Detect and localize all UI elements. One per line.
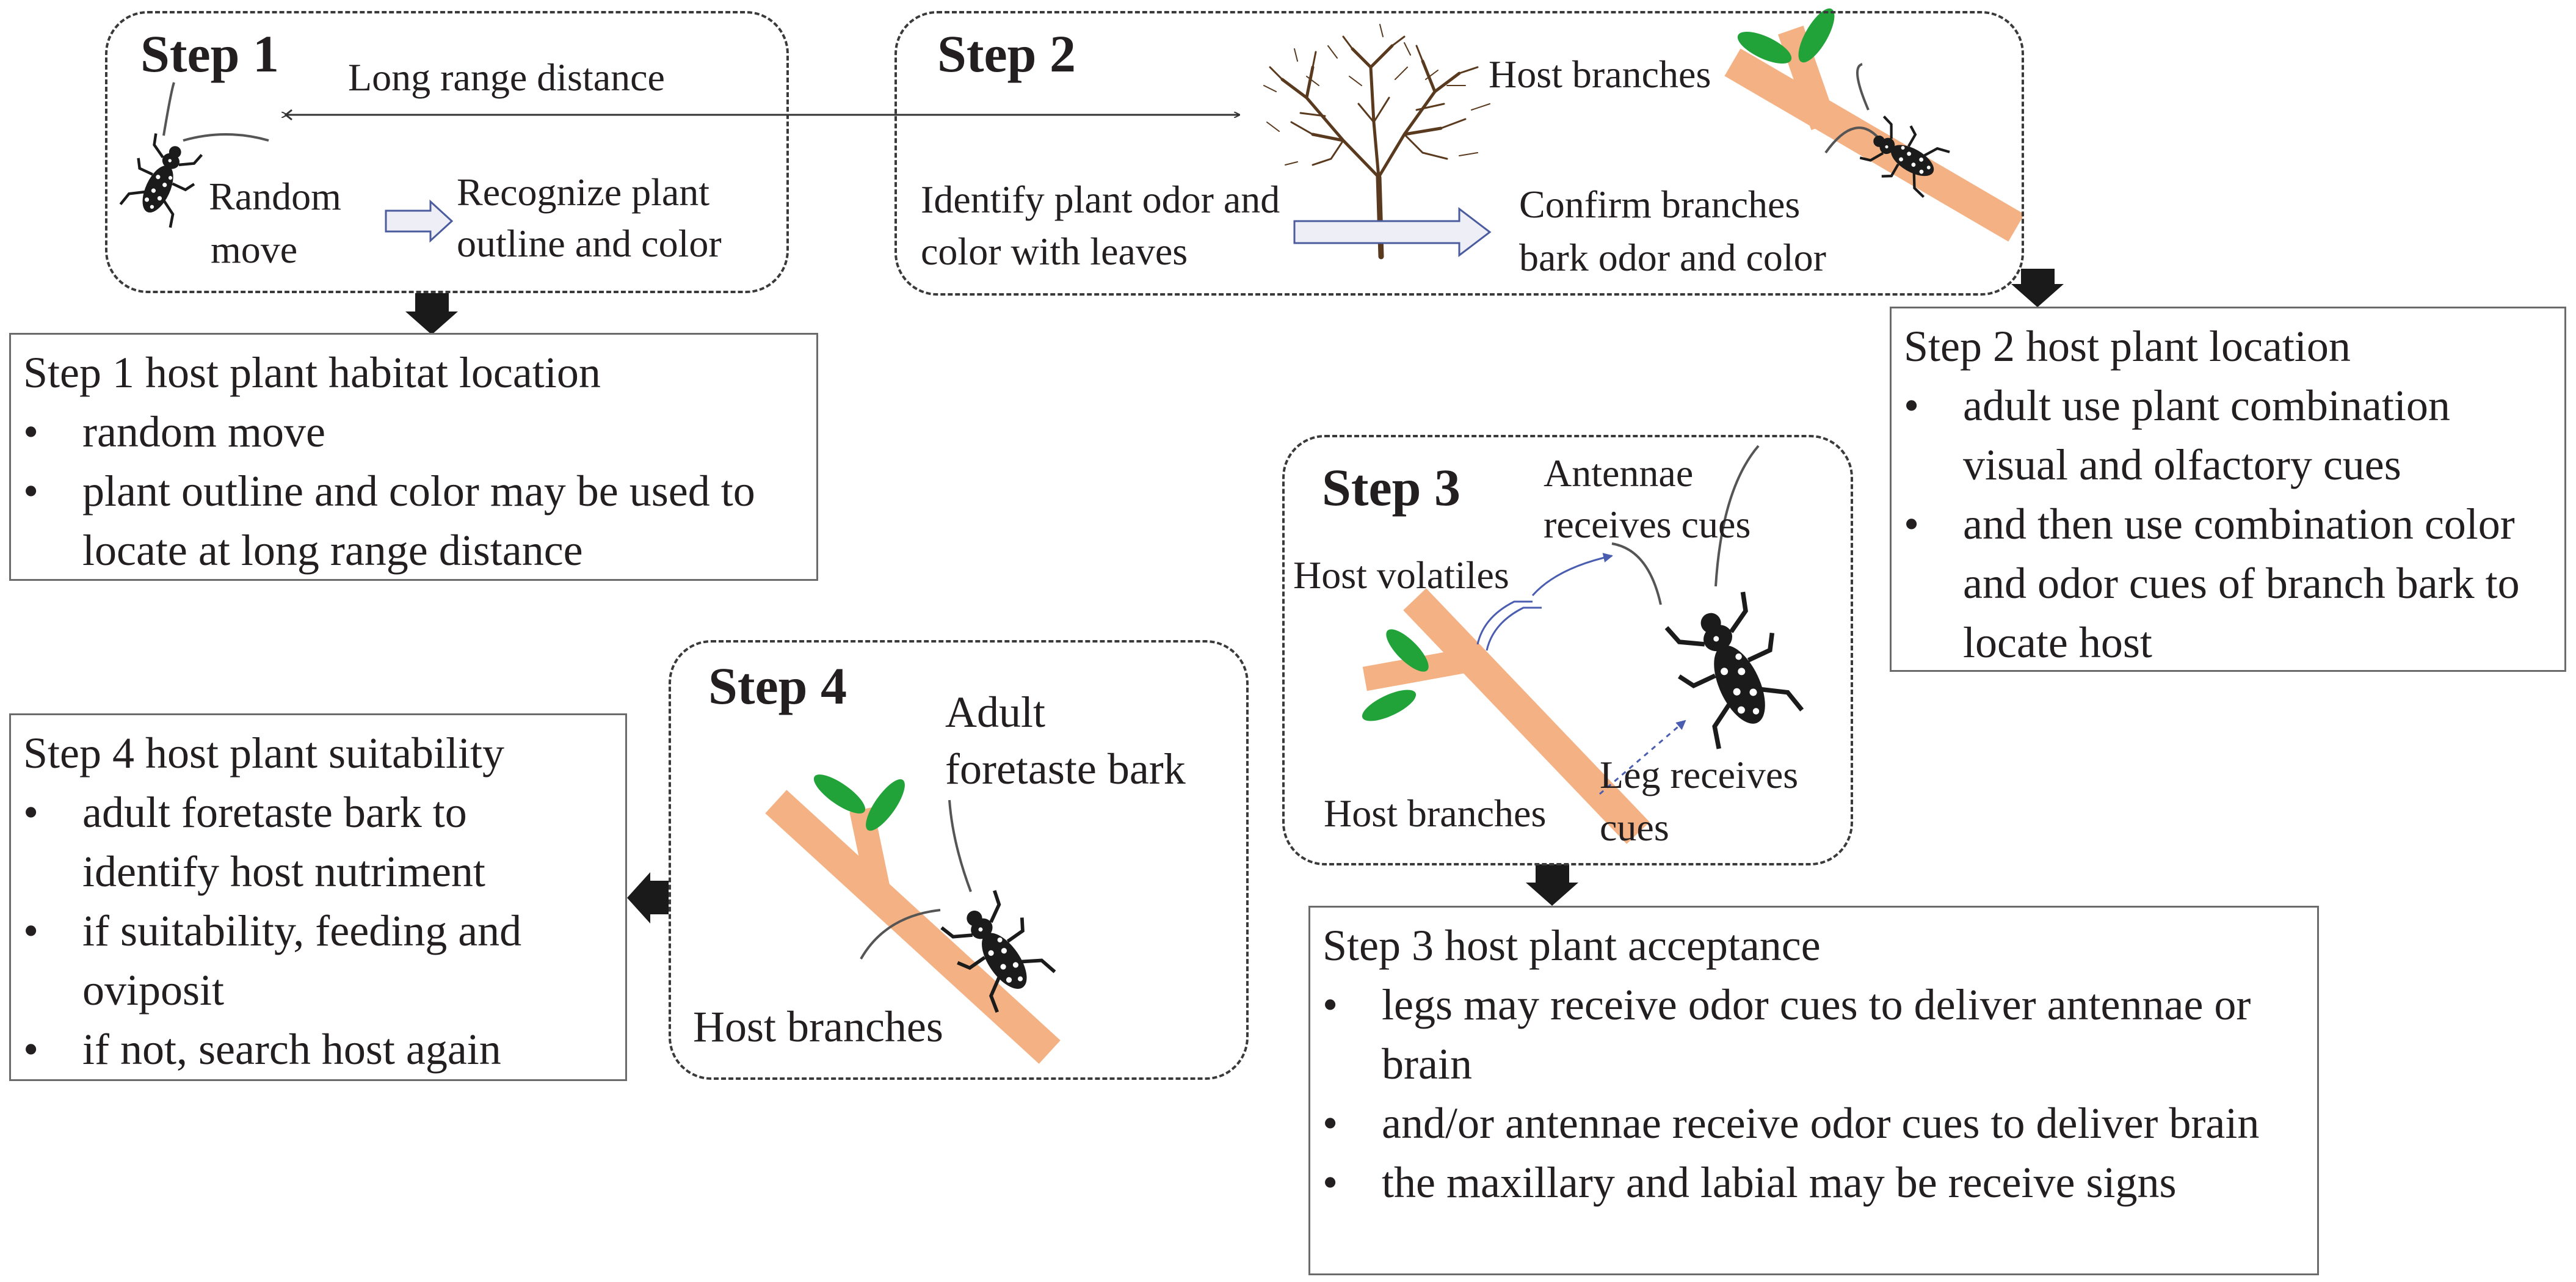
step3-summary-heading: Step 3 host plant acceptance: [1322, 921, 1821, 970]
step2-summary-heading: Step 2 host plant location: [1904, 322, 2351, 371]
step1-recognize-label: Recognize plant: [457, 170, 710, 214]
step1-hollow-arrow: [385, 199, 454, 243]
step2-panel: [894, 11, 2024, 296]
step2-color-leaves-label: color with leaves: [921, 230, 1188, 273]
step4-summary-list: adult foretaste bark to identify host nu…: [23, 783, 625, 1079]
step3-receives-cues-label: receives cues: [1544, 503, 1751, 546]
step2-title: Step 2: [937, 24, 1076, 83]
step3-antennae-label: Antennae: [1544, 451, 1694, 495]
step2-summary-box: Step 2 host plant location adult use pla…: [1890, 307, 2566, 672]
step3-leg-cues-label: cues: [1600, 806, 1669, 849]
step2-confirm-label: Confirm branches: [1519, 183, 1801, 226]
step4-adult-label: Adult: [945, 688, 1046, 737]
arrow-step3-down: [1526, 864, 1578, 906]
step4-summary-bullet: adult foretaste bark to identify host nu…: [23, 783, 571, 901]
step4-panel: [669, 640, 1249, 1080]
step4-foretaste-label: foretaste bark: [945, 745, 1186, 793]
step2-hollow-arrow: [1293, 206, 1492, 258]
step3-title: Step 3: [1322, 458, 1460, 517]
step2-summary-bullet: adult use plant combination visual and o…: [1904, 376, 2500, 495]
step2-host-branches-label: Host branches: [1489, 53, 1711, 96]
step4-title: Step 4: [708, 657, 847, 715]
arrow-step4-left: [627, 872, 669, 923]
step2-identify-label: Identify plant odor and: [921, 178, 1280, 221]
step3-summary-bullet: and/or antennae receive odor cues to del…: [1322, 1094, 2279, 1153]
step4-summary-heading: Step 4 host plant suitability: [23, 729, 504, 778]
step3-summary-list: legs may receive odor cues to deliver an…: [1322, 975, 2317, 1212]
tree-icon: [1263, 24, 1490, 260]
step1-random-label: Random: [209, 175, 341, 218]
step1-long-range-label: Long range distance: [348, 56, 665, 99]
step4-host-branches-label: Host branches: [693, 1002, 943, 1051]
step2-branch: [1724, 8, 2025, 242]
step1-summary-list: random move plant outline and color may …: [23, 402, 816, 580]
step3-summary-bullet: legs may receive odor cues to deliver an…: [1322, 975, 2322, 1094]
step2-summary-list: adult use plant combination visual and o…: [1904, 376, 2564, 672]
step3-branch: [1362, 445, 1807, 844]
step1-title: Step 1: [140, 24, 279, 83]
arrow-step2-down: [2011, 269, 2064, 307]
step3-summary-bullet: the maxillary and labial may be receive …: [1322, 1153, 2317, 1212]
step3-leg-receives-label: Leg receives: [1600, 753, 1799, 796]
step1-outline-label: outline and color: [457, 222, 722, 265]
step4-summary-bullet: if suitability, feeding and oviposit: [23, 901, 620, 1020]
step3-host-volatiles-label: Host volatiles: [1293, 553, 1509, 597]
step4-summary-box: Step 4 host plant suitability adult fore…: [9, 713, 627, 1081]
step1-summary-heading: Step 1 host plant habitat location: [23, 348, 601, 397]
step3-summary-box: Step 3 host plant acceptance legs may re…: [1308, 906, 2319, 1275]
step4-branch: [765, 774, 1061, 1064]
step1-beetle: [117, 82, 269, 229]
arrow-step1-down: [405, 293, 458, 335]
step2-summary-bullet: and then use combination color and odor …: [1904, 495, 2574, 672]
step1-summary-bullet: plant outline and color may be used to l…: [23, 462, 815, 580]
step1-summary-box: Step 1 host plant habitat location rando…: [9, 333, 818, 581]
step3-host-branches-label: Host branches: [1324, 792, 1547, 835]
step2-bark-label: bark odor and color: [1519, 236, 1826, 279]
step3-panel: [1282, 435, 1853, 865]
step1-summary-bullet: random move: [23, 402, 816, 462]
step1-move-label: move: [211, 228, 298, 271]
step1-panel: [105, 11, 789, 293]
step4-summary-bullet: if not, search host again: [23, 1020, 625, 1079]
